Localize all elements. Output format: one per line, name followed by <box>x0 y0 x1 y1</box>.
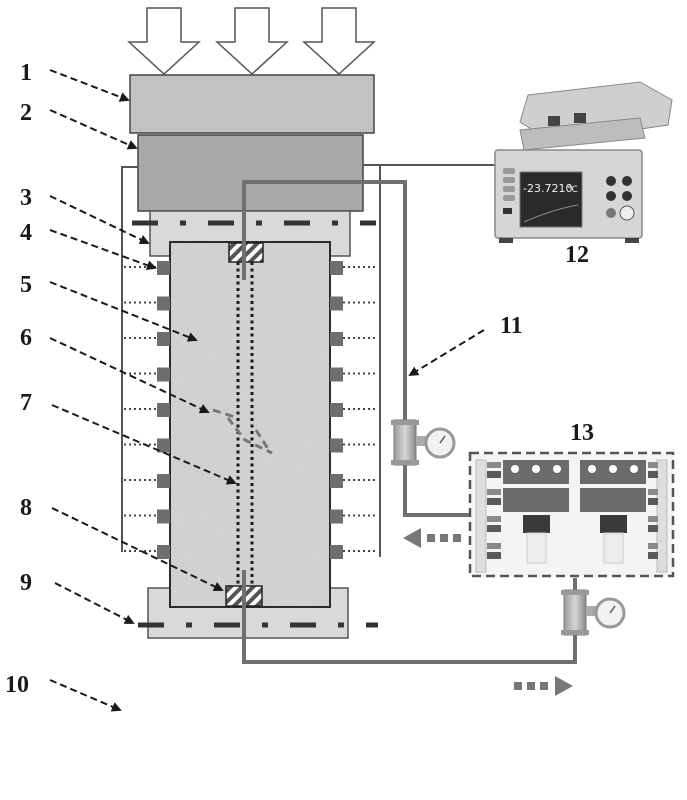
temperature-sensor <box>330 545 343 559</box>
pump-frame-bar <box>648 552 658 559</box>
temperature-sensor <box>330 367 343 382</box>
outlet-flow-arrow-icon <box>514 676 573 696</box>
callout-leader-5 <box>49 281 198 342</box>
upper-pressure-head <box>137 134 364 212</box>
temperature-sensor <box>157 545 170 559</box>
callout-leader-6 <box>49 337 210 414</box>
callout-13: 13 <box>570 420 594 446</box>
callout-leader-2 <box>49 109 138 150</box>
data-acquisition-unit: -23.7210 °C <box>494 81 673 243</box>
temperature-sensor <box>330 474 343 488</box>
pump-frame-bar <box>648 543 658 549</box>
pump-frame-bar <box>648 516 658 522</box>
callout-6: 6 <box>20 325 32 351</box>
inlet-valve <box>391 419 456 466</box>
pump-frame-bar <box>487 489 501 495</box>
jacket-frame <box>121 164 500 557</box>
load-arrows <box>127 7 376 76</box>
callout-4: 4 <box>20 220 32 246</box>
callout-leader-3 <box>49 195 150 245</box>
pump-frame-bar <box>648 498 658 505</box>
callout-10: 10 <box>5 672 29 698</box>
callout-9: 9 <box>20 570 32 596</box>
borehole <box>236 262 254 585</box>
temperature-sensor <box>157 296 170 311</box>
load-arrow-icon <box>127 7 201 76</box>
load-arrow-icon <box>215 7 289 76</box>
callout-leader-4 <box>49 229 157 270</box>
temperature-reading: -23.7210 <box>523 182 572 195</box>
temperature-sensor <box>157 474 170 488</box>
callout-3: 3 <box>20 185 32 211</box>
callout-leader-10 <box>49 679 122 712</box>
pump-frame-bar <box>487 525 501 532</box>
pump-frame-bar <box>487 552 501 559</box>
rock-specimen <box>169 241 331 608</box>
loading-plate <box>129 74 375 134</box>
temperature-sensors <box>124 261 378 559</box>
pump-unit-right <box>580 460 646 564</box>
callout-8: 8 <box>20 495 32 521</box>
pump-unit-left <box>503 460 569 564</box>
temperature-sensor <box>157 438 170 453</box>
callout-leader-9 <box>54 582 135 624</box>
outlet-valve <box>561 589 626 636</box>
temperature-sensor <box>157 403 170 417</box>
temperature-sensor <box>330 403 343 417</box>
temperature-sensor <box>330 438 343 453</box>
pump-frame-bar <box>487 543 501 549</box>
pump-frame-bar <box>648 489 658 495</box>
callout-1: 1 <box>20 60 32 86</box>
return-flow-arrow-icon <box>403 528 461 548</box>
load-arrow-icon <box>302 7 376 76</box>
callout-leader-1 <box>49 69 130 102</box>
pump-frame-bar <box>648 462 658 468</box>
fracture <box>212 408 273 455</box>
lcd-reading: -23.7210 °C <box>523 182 578 195</box>
callout-leader-11 <box>408 329 485 377</box>
callout-2: 2 <box>20 100 32 126</box>
temperature-sensor <box>157 367 170 382</box>
temperature-sensor <box>157 332 170 346</box>
temperature-sensor <box>157 261 170 275</box>
callout-leader-7 <box>51 404 237 485</box>
pump-frame-bar <box>487 471 501 478</box>
temperature-sensor <box>330 296 343 311</box>
callout-5: 5 <box>20 272 32 298</box>
callout-11: 11 <box>500 313 523 339</box>
callout-12: 12 <box>565 242 589 268</box>
pump-frame-bar <box>487 498 501 505</box>
pump-frame-bar <box>648 525 658 532</box>
pump-frame-bar <box>648 471 658 478</box>
temperature-sensor <box>330 509 343 524</box>
callout-leader-8 <box>51 507 224 592</box>
pump-frame-bar <box>487 462 501 468</box>
temperature-unit: °C <box>567 185 578 195</box>
callout-7: 7 <box>20 390 32 416</box>
pump-frame-bar <box>487 516 501 522</box>
temperature-sensor <box>330 261 343 275</box>
temperature-sensor <box>330 332 343 346</box>
temperature-sensor <box>157 509 170 524</box>
pump-system <box>468 451 675 578</box>
